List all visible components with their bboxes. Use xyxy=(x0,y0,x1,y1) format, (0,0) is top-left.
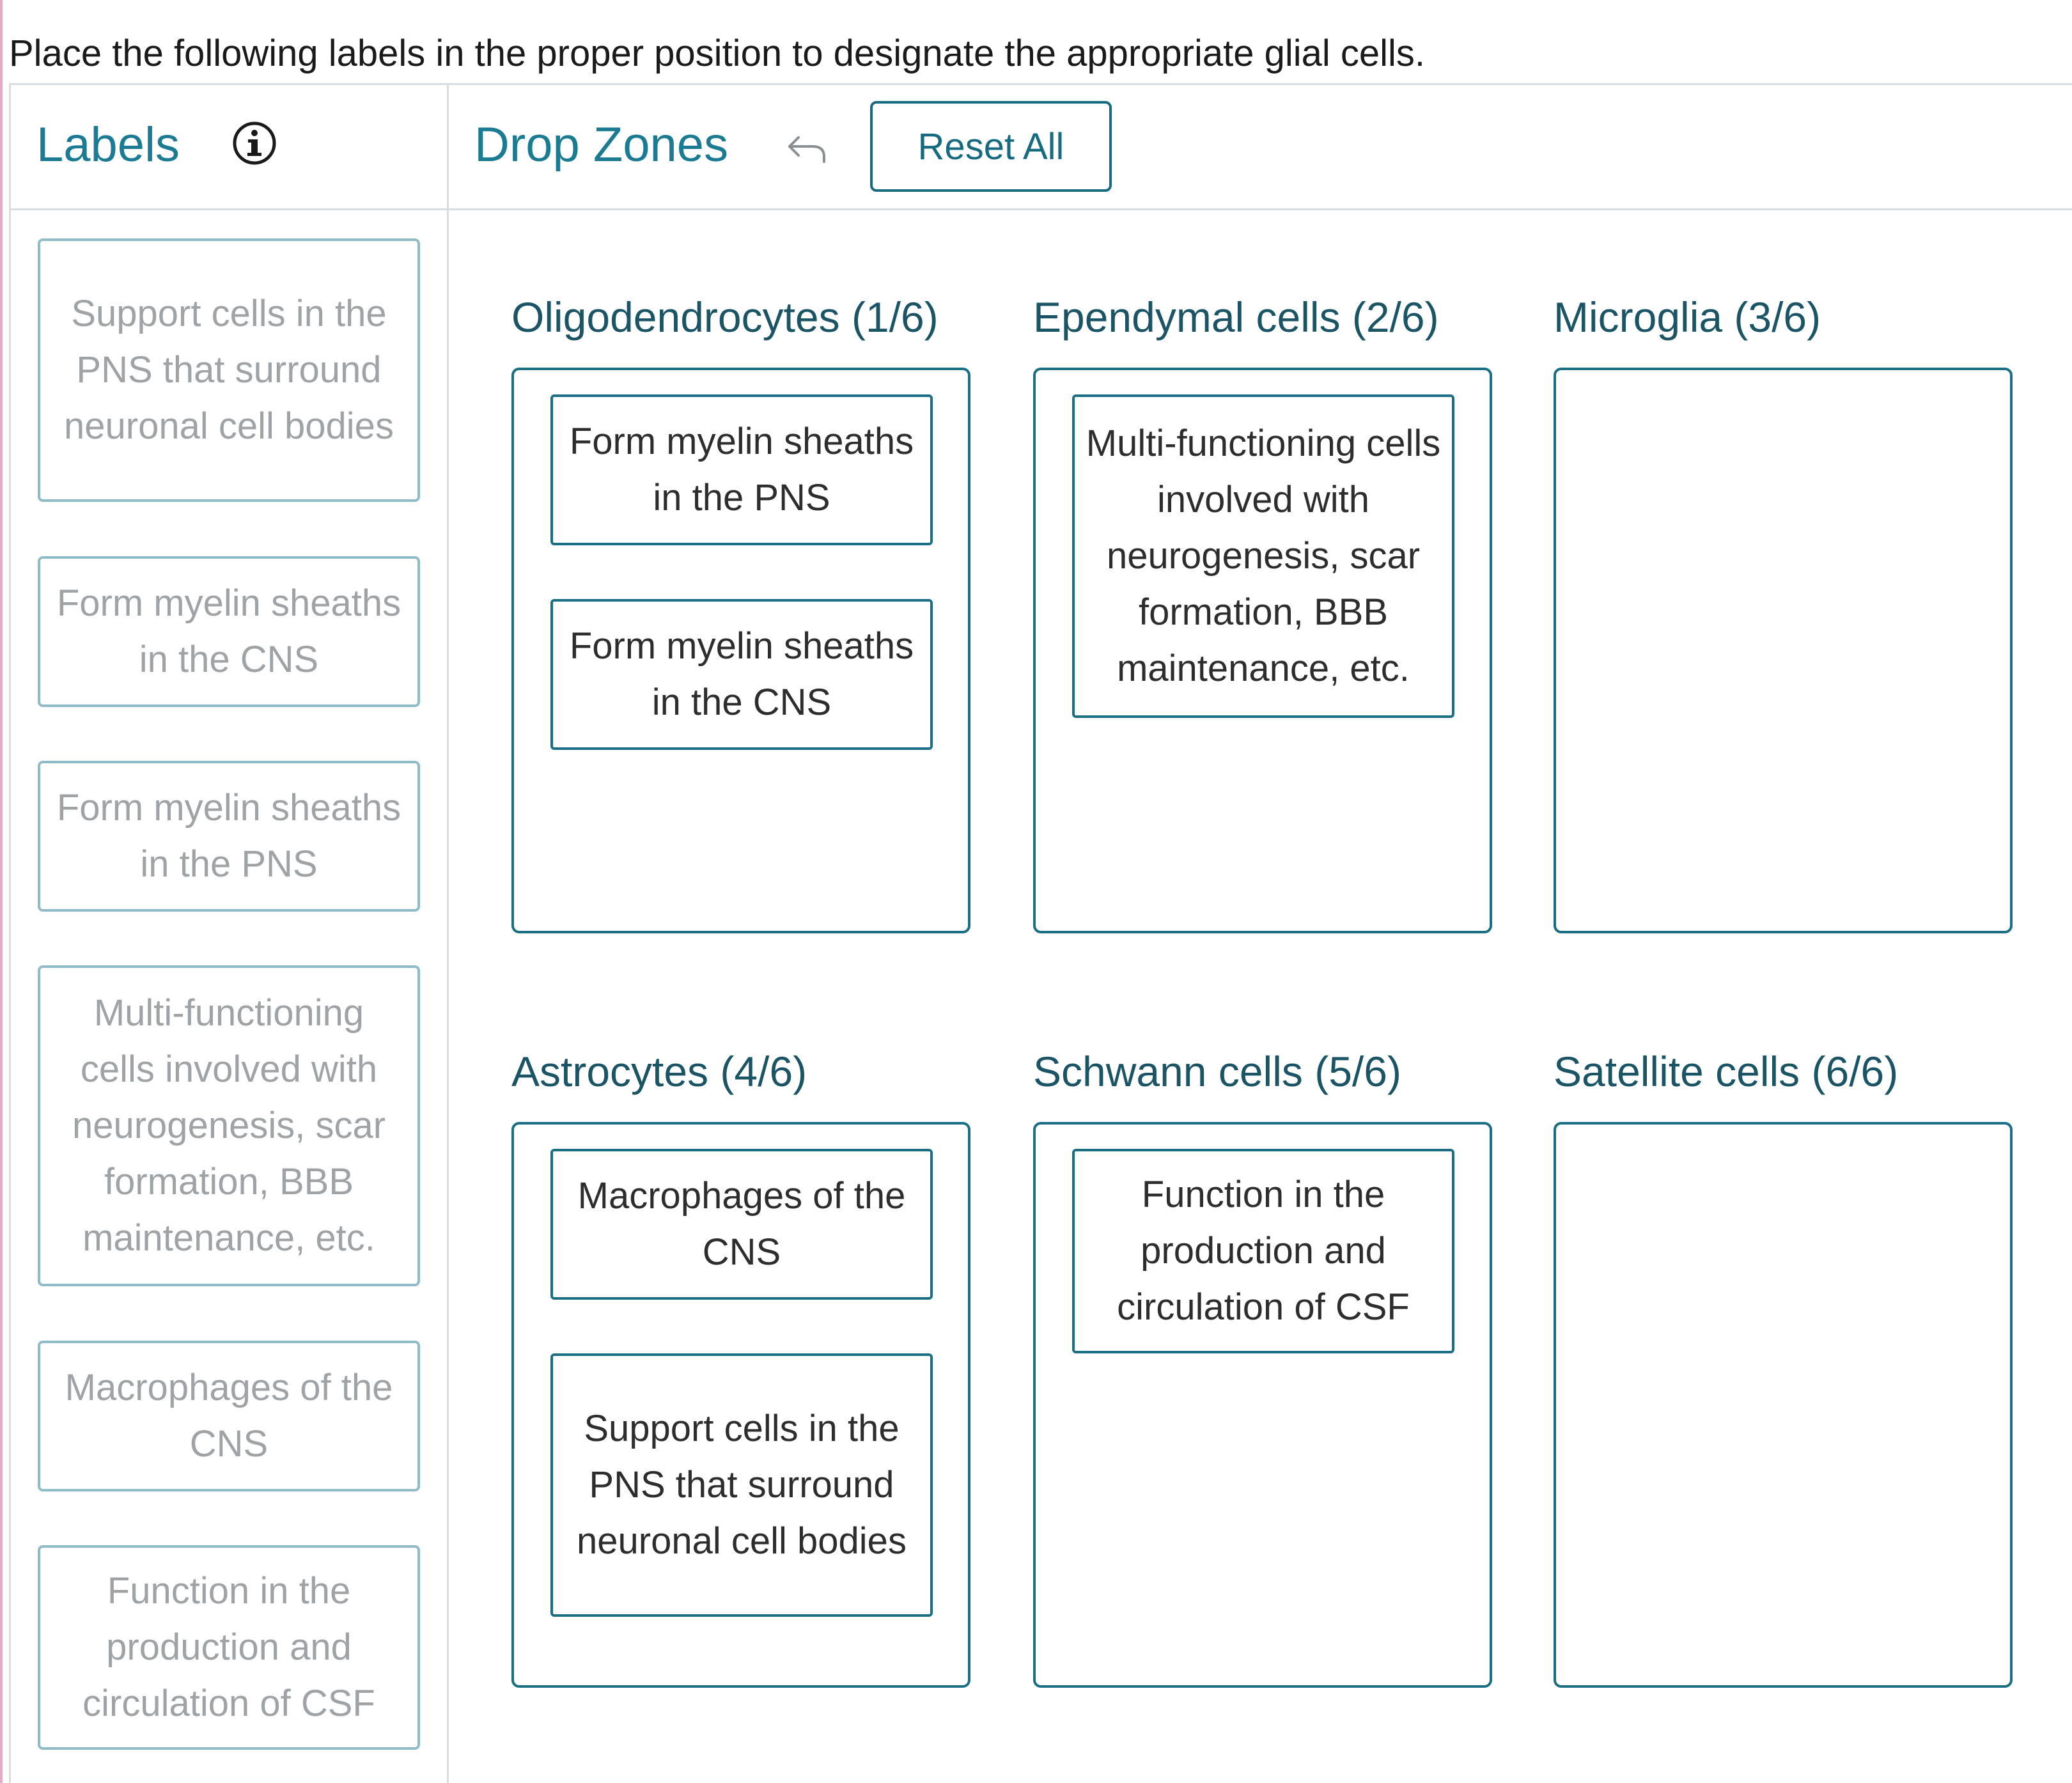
column-divider xyxy=(447,85,449,1783)
placed-label[interactable]: Multi-functioning cells involved with ne… xyxy=(1072,394,1454,718)
undo-icon[interactable] xyxy=(784,130,829,168)
panel-header xyxy=(11,85,2072,210)
left-accent-bar xyxy=(0,0,3,1783)
label-card-csf[interactable]: Function in the production and circulati… xyxy=(38,1545,420,1750)
label-card-myelin-cns[interactable]: Form myelin sheaths in the CNS xyxy=(38,556,420,707)
zone-title-microglia: Microglia (3/6) xyxy=(1554,293,1821,341)
label-card-macrophages[interactable]: Macrophages of the CNS xyxy=(38,1341,420,1491)
instruction-text: Place the following labels in the proper… xyxy=(9,33,1426,74)
placed-label[interactable]: Support cells in the PNS that surround n… xyxy=(550,1353,933,1617)
label-card-multi-functioning[interactable]: Multi-functioning cells involved with ne… xyxy=(38,965,420,1286)
info-icon[interactable] xyxy=(231,120,277,166)
drop-zone-satellite[interactable] xyxy=(1554,1122,2013,1688)
label-card-satellite[interactable]: Support cells in the PNS that surround n… xyxy=(38,238,420,502)
drop-zone-ependymal[interactable]: Multi-functioning cells involved with ne… xyxy=(1033,368,1492,933)
drop-zone-microglia[interactable] xyxy=(1554,368,2013,933)
drag-drop-panel: Labels Drop Zones Reset All Support cell… xyxy=(9,83,2072,1783)
placed-label[interactable]: Form myelin sheaths in the CNS xyxy=(550,599,933,750)
placed-label[interactable]: Form myelin sheaths in the PNS xyxy=(550,394,933,545)
zone-title-oligodendrocytes: Oligodendrocytes (1/6) xyxy=(511,293,939,341)
reset-all-button[interactable]: Reset All xyxy=(870,101,1112,192)
placed-label[interactable]: Function in the production and circulati… xyxy=(1072,1149,1454,1353)
zone-title-ependymal: Ependymal cells (2/6) xyxy=(1033,293,1439,341)
drop-zone-schwann[interactable]: Function in the production and circulati… xyxy=(1033,1122,1492,1688)
drop-zone-oligodendrocytes[interactable]: Form myelin sheaths in the PNS Form myel… xyxy=(511,368,970,933)
label-card-myelin-pns[interactable]: Form myelin sheaths in the PNS xyxy=(38,761,420,912)
zone-title-astrocytes: Astrocytes (4/6) xyxy=(511,1048,807,1095)
labels-heading: Labels xyxy=(36,118,180,172)
drop-zone-astrocytes[interactable]: Macrophages of the CNS Support cells in … xyxy=(511,1122,970,1688)
placed-label[interactable]: Macrophages of the CNS xyxy=(550,1149,933,1300)
zone-title-schwann: Schwann cells (5/6) xyxy=(1033,1048,1401,1095)
zone-title-satellite: Satellite cells (6/6) xyxy=(1554,1048,1899,1095)
drop-zones-heading: Drop Zones xyxy=(474,118,729,172)
